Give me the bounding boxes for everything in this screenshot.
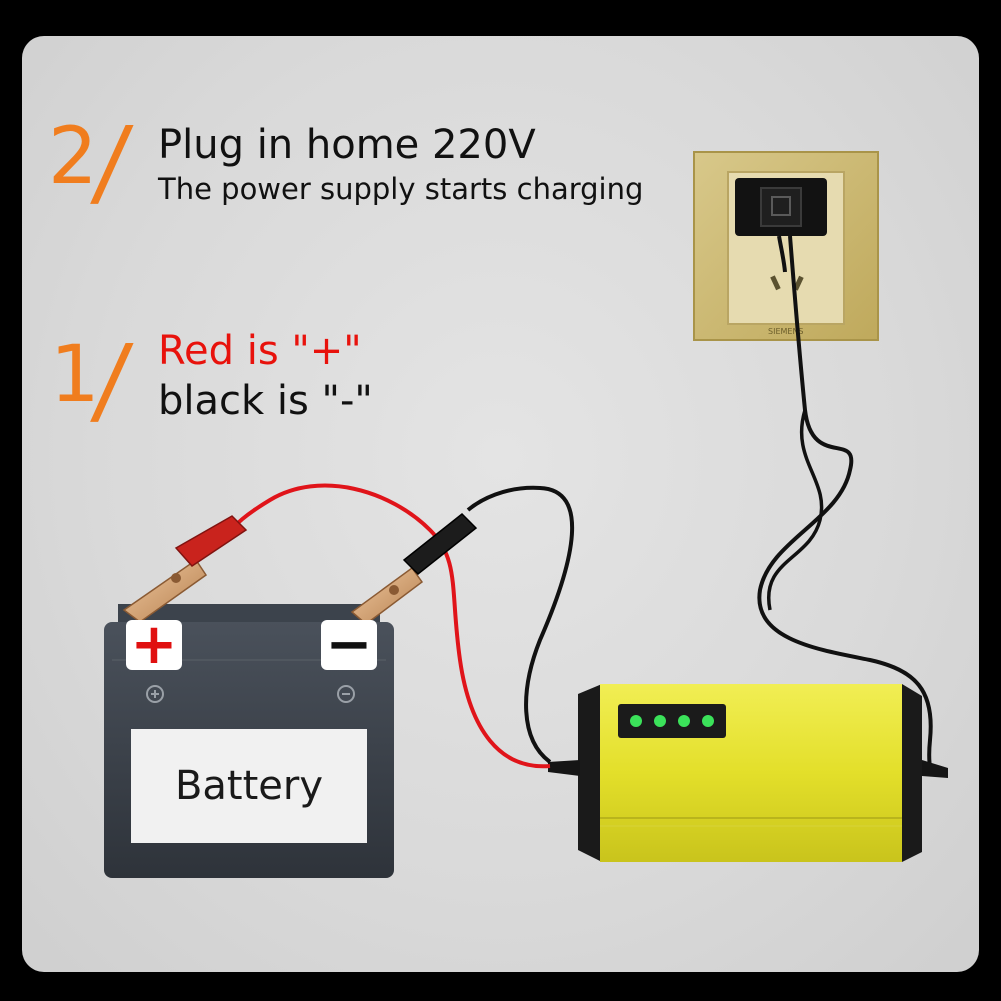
indicator-leds — [630, 715, 714, 727]
minus-icon: − — [321, 617, 377, 673]
plug-face — [760, 187, 802, 227]
step2-subtitle: The power supply starts charging — [158, 172, 644, 206]
indicator-led-1 — [630, 715, 642, 727]
socket-brand: SIEMENS — [768, 327, 804, 336]
indicator-panel — [618, 704, 726, 738]
ac-strain-relief — [922, 760, 948, 778]
charger-endcap-right — [902, 684, 922, 862]
socket-hole-left — [770, 275, 781, 291]
plus-icon: + — [126, 617, 182, 673]
charger — [548, 684, 948, 862]
step2-title: Plug in home 220V — [158, 122, 536, 168]
dc-strain-relief — [548, 760, 580, 776]
step1-red-line: Red is "+" — [158, 328, 362, 374]
indicator-led-4 — [702, 715, 714, 727]
wall-socket: SIEMENS — [693, 151, 879, 341]
step2-number: 2 — [48, 112, 98, 202]
ac-cable — [757, 235, 934, 777]
step1-number: 1 — [50, 330, 100, 420]
black-clip — [350, 512, 478, 625]
charger-endcap-left — [578, 684, 602, 862]
red-clip — [122, 515, 248, 623]
black-clip-grip — [402, 512, 478, 576]
battery-label: Battery — [131, 729, 367, 843]
step1-black-line: black is "-" — [158, 378, 373, 424]
battery-negative-marker — [337, 685, 355, 703]
battery-positive-marker — [146, 685, 164, 703]
black-cable — [466, 485, 575, 764]
red-clip-grip — [174, 515, 248, 567]
indicator-led-3 — [678, 715, 690, 727]
indicator-led-2 — [654, 715, 666, 727]
